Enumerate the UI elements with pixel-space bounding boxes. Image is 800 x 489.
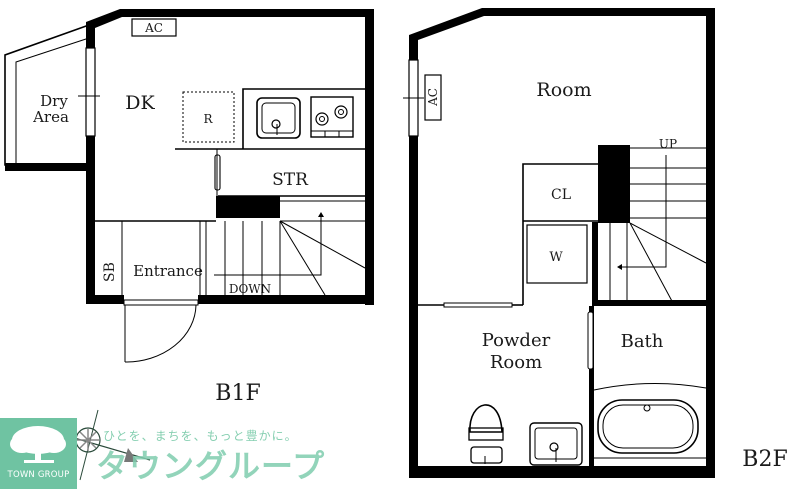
b2f-floor-label: B2F [742,447,787,472]
sink-icon [256,97,301,139]
b1f-walls [78,9,374,305]
dk-label: DK [125,92,155,114]
ac-unit-b2f: AC [424,74,442,121]
dry-area-outline [4,24,93,171]
powder-room-label-2: Room [490,352,542,373]
stairs-down-label: DOWN [229,282,271,296]
dry-area-label-1: Dry [40,92,68,110]
powder-room: Powder Room [468,306,594,466]
town-group-logo [0,418,77,489]
closet: CL [522,163,598,305]
ac-unit-b1f: AC [131,18,177,37]
dry-area-label-2: Area [32,108,69,126]
refrigerator-label: R [203,112,213,126]
bath-label: Bath [621,331,664,352]
company-name-jp: タウングループ [96,447,326,485]
b1f-floor-label: B1F [215,381,260,406]
kitchen-counter [175,88,365,150]
washer-label: W [549,250,563,265]
powder-room-label-1: Powder [482,330,551,351]
tree-icon [10,426,66,463]
stairs-b2f: UP [592,137,710,306]
entrance: SB Entrance [95,220,216,363]
b2f-floor: AC Room CL W [403,8,788,478]
refrigerator: R [182,91,235,143]
stove-icon [310,96,354,138]
stairs-b1f: DOWN [199,200,366,296]
b1f-floor: AC Dry Area DK R [4,9,374,406]
storage: STR [214,149,365,197]
ac-label: AC [144,21,163,35]
stairs-up-label: UP [659,137,677,151]
b2f-walls [403,8,715,478]
shoe-box-label: SB [102,262,118,282]
room-label: Room [536,79,591,101]
company-caption: TOWN GROUP [7,470,70,480]
bathtub-icon [597,399,699,454]
company-tagline: ひとを、まちを、もっと豊かに。 [103,429,298,443]
closet-label: CL [551,187,571,203]
washer: W [526,224,588,284]
entrance-label: Entrance [133,262,203,280]
compass-icon [39,409,151,481]
wash-basin-icon [529,422,583,466]
bath: Bath [593,331,707,459]
ac-label: AC [426,88,440,107]
storage-label: STR [272,170,309,190]
entrance-door[interactable] [124,304,197,363]
toilet-icon [468,404,504,464]
